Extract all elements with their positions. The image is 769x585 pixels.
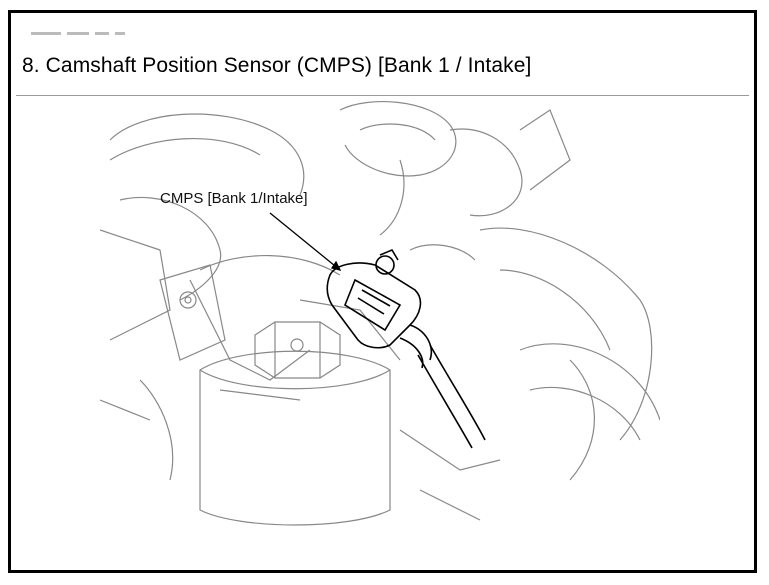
- section-title: 8. Camshaft Position Sensor (CMPS) [Bank…: [22, 54, 532, 77]
- faded-header-marks: [31, 25, 151, 36]
- section-header: 8. Camshaft Position Sensor (CMPS) [Bank…: [16, 41, 749, 96]
- engine-line-drawing: [100, 101, 660, 526]
- sensor-callout-label: CMPS [Bank 1/Intake]: [160, 190, 308, 207]
